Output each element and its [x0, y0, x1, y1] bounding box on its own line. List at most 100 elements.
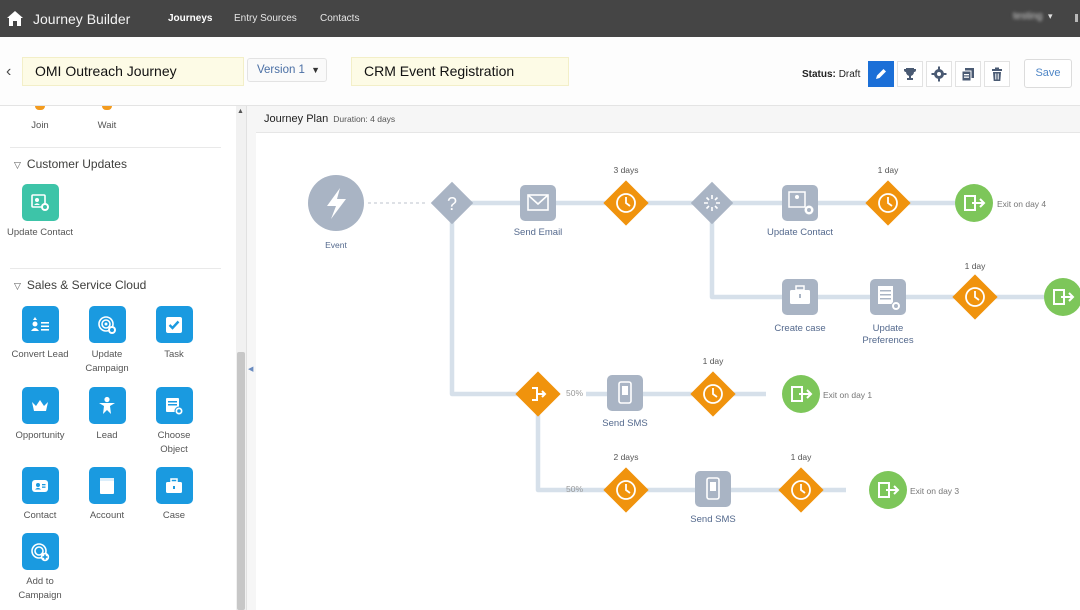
wait-node[interactable] — [952, 274, 998, 320]
pencil-icon — [876, 69, 886, 79]
split-percentage: 50% — [566, 388, 584, 398]
copy-button[interactable] — [955, 61, 981, 87]
settings-button[interactable] — [926, 61, 952, 87]
palette-item-contact[interactable]: Contact — [7, 467, 73, 523]
wait-icon[interactable] — [102, 106, 112, 110]
section-customer-updates[interactable]: ▽Customer Updates — [14, 157, 127, 171]
task-icon — [155, 306, 193, 343]
event-name[interactable]: CRM Event Registration — [351, 57, 569, 86]
wait-node[interactable] — [778, 467, 824, 513]
journey-duration: Duration: 4 days — [333, 114, 396, 124]
exit-label: Exit on day 1 — [823, 390, 873, 400]
palette-item-choose-object[interactable]: Choose Object — [141, 387, 207, 457]
create-case-node[interactable] — [782, 279, 818, 315]
clock-icon — [703, 384, 723, 404]
split-percentage: 50% — [566, 484, 584, 494]
chevron-down-icon[interactable]: ▾ — [1048, 11, 1053, 21]
update-contact-node[interactable] — [782, 185, 818, 221]
event-node[interactable] — [308, 175, 364, 231]
palette-item-label: Convert Lead — [11, 349, 69, 360]
nav-contacts[interactable]: Contacts — [320, 13, 360, 24]
journey-canvas[interactable]: ? — [256, 133, 1080, 610]
palette-item-label: Add to Campaign — [18, 576, 62, 601]
phone-icon — [618, 381, 632, 404]
status-label: Status: — [802, 69, 836, 80]
crown-icon — [21, 387, 59, 424]
palette-item-convert-lead[interactable]: Convert Lead — [7, 306, 73, 362]
save-button[interactable]: Save — [1024, 59, 1072, 88]
wait-duration-label: 2 days — [613, 452, 639, 462]
palette-item-update-contact[interactable]: Update Contact — [7, 184, 73, 240]
goal-button[interactable] — [897, 61, 923, 87]
palette-item-opportunity[interactable]: Opportunity — [7, 387, 73, 443]
version-dropdown[interactable]: Version 1 ▼ — [247, 58, 327, 82]
top-nav: Journey Builder Journeys Entry Sources C… — [0, 0, 1080, 37]
journey-name[interactable]: OMI Outreach Journey — [22, 57, 244, 86]
journey-header: ‹ OMI Outreach Journey Version 1 ▼ CRM E… — [0, 37, 1080, 106]
nav-journeys[interactable]: Journeys — [168, 13, 213, 24]
gear-icon — [931, 66, 947, 82]
palette-item-update-campaign[interactable]: Update Campaign — [74, 306, 140, 376]
palette-scroll-thumb[interactable] — [237, 352, 245, 610]
edit-button[interactable] — [868, 61, 894, 87]
wait-node[interactable] — [603, 180, 649, 226]
palette-item-lead[interactable]: Lead — [74, 387, 140, 443]
palette-item-label: Opportunity — [15, 430, 65, 441]
wait-duration-label: 1 day — [702, 356, 724, 366]
decision-split-node[interactable]: ? — [430, 181, 474, 225]
send-email-label: Send Email — [513, 227, 563, 238]
wait-node[interactable] — [865, 180, 911, 226]
nav-entry-sources[interactable]: Entry Sources — [234, 13, 297, 24]
canvas-header: Journey Plan Duration: 4 days — [256, 106, 1080, 133]
create-case-label: Create case — [774, 323, 826, 334]
status-text: Status: Draft — [802, 69, 860, 80]
scroll-up-icon[interactable]: ▲ — [237, 108, 244, 115]
palette-item-label: Account — [89, 510, 125, 521]
trophy-icon — [904, 68, 916, 80]
palette-item-label: Lead — [96, 430, 118, 441]
delete-button[interactable] — [984, 61, 1010, 87]
palette-item-wait[interactable]: Wait — [74, 114, 140, 133]
lightning-icon — [327, 188, 346, 219]
send-email-node[interactable] — [520, 185, 556, 221]
journey-paths: ? — [308, 175, 1080, 513]
update-preferences-node[interactable] — [870, 279, 906, 315]
back-chevron-icon[interactable]: ‹ — [6, 63, 12, 80]
caret-down-icon: ▼ — [311, 65, 321, 75]
palette-item-label: Choose Object — [157, 430, 191, 455]
collapse-arrow-icon[interactable]: ◀ — [248, 366, 254, 373]
random-split-node[interactable] — [515, 371, 561, 417]
wait-node[interactable] — [603, 467, 649, 513]
exit-node[interactable] — [869, 471, 907, 509]
convert-lead-icon — [21, 306, 59, 343]
send-sms-node[interactable] — [607, 375, 643, 411]
palette-item-join[interactable]: Join — [7, 114, 73, 133]
palette-item-label: Task — [164, 349, 184, 360]
palette-item-label: Update Contact — [7, 227, 74, 238]
engagement-split-node[interactable] — [690, 181, 734, 225]
section-title: Customer Updates — [26, 157, 127, 171]
send-sms-node[interactable] — [695, 471, 731, 507]
exit-node[interactable] — [955, 184, 993, 222]
palette-collapse-bar[interactable] — [246, 106, 256, 610]
join-icon[interactable] — [35, 106, 45, 110]
section-sales-service-cloud[interactable]: ▽Sales & Service Cloud — [14, 278, 146, 292]
event-label: Event — [325, 240, 347, 250]
clock-icon — [616, 193, 636, 213]
exit-node[interactable] — [1044, 278, 1080, 316]
send-sms-label: Send SMS — [690, 514, 736, 525]
exit-label: Exit on day 4 — [997, 199, 1047, 209]
palette-item-case[interactable]: Case — [141, 467, 207, 523]
phone-icon — [706, 477, 720, 500]
exit-node[interactable] — [782, 375, 820, 413]
palette-item-account[interactable]: Account — [74, 467, 140, 523]
object-icon — [155, 387, 193, 424]
palette-item-task[interactable]: Task — [141, 306, 207, 362]
user-menu[interactable]: testing — [1013, 11, 1043, 22]
home-icon[interactable] — [4, 8, 26, 30]
update-contact-label: Update Contact — [766, 227, 834, 238]
palette-item-label: Contact — [23, 510, 57, 521]
wait-node[interactable] — [690, 371, 736, 417]
section-title: Sales & Service Cloud — [26, 278, 147, 292]
palette-item-add-to-campaign[interactable]: Add to Campaign — [7, 533, 73, 603]
